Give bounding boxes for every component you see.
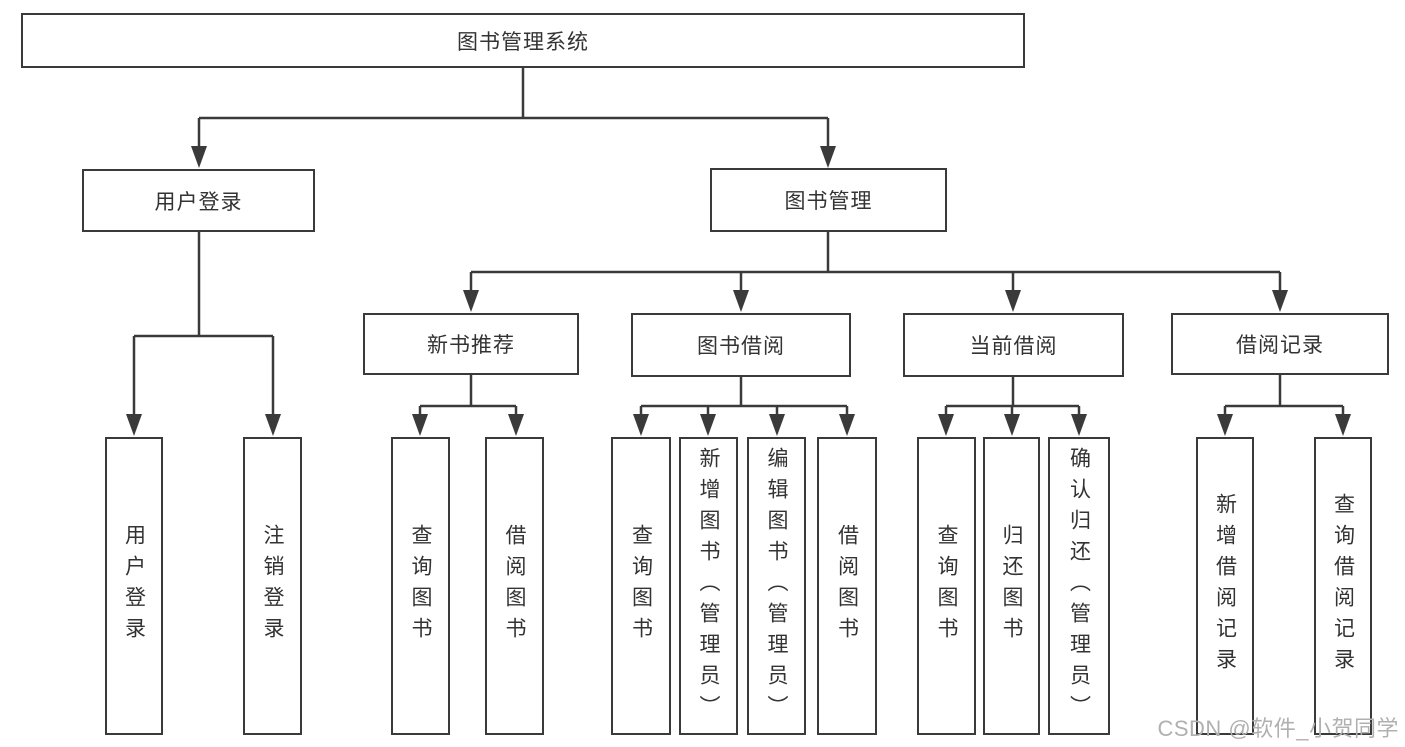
leaf-label: 查询借阅记录	[1331, 493, 1355, 679]
leaf-label: 确认归还（管理员）	[1067, 446, 1091, 726]
leaf-label: 编辑图书（管理员）	[765, 446, 788, 726]
node-book-borrowing: 图书借阅	[631, 313, 851, 377]
node-user-login: 用户登录	[82, 169, 315, 232]
node-book-management: 图书管理	[710, 168, 947, 232]
node-library-management-system: 图书管理系统	[21, 13, 1025, 68]
leaf-logout: 注销登录	[243, 437, 302, 735]
leaf-edit-books-admin: 编辑图书（管理员）	[747, 437, 806, 735]
leaf-label: 新增借阅记录	[1213, 493, 1237, 679]
leaf-label: 归还图书	[1000, 524, 1023, 648]
leaf-borrow-books: 借阅图书	[817, 437, 877, 735]
leaf-add-books-admin: 新增图书（管理员）	[679, 437, 738, 735]
leaf-label: 查询图书	[935, 524, 958, 648]
leaf-label: 新增图书（管理员）	[697, 446, 720, 726]
leaf-query-books-newbook: 查询图书	[391, 437, 450, 735]
leaf-label: 注销登录	[261, 524, 284, 648]
leaf-label: 借阅图书	[503, 524, 526, 648]
leaf-return-books: 归还图书	[983, 437, 1040, 735]
leaf-label: 查询图书	[629, 524, 653, 648]
node-current-borrowing: 当前借阅	[903, 313, 1124, 377]
node-borrowing-records: 借阅记录	[1171, 313, 1389, 375]
leaf-label: 借阅图书	[835, 524, 859, 648]
leaf-user-login: 用户登录	[105, 437, 163, 735]
node-new-book-recommend: 新书推荐	[363, 313, 579, 375]
leaf-label: 查询图书	[409, 524, 432, 648]
leaf-query-books-borrow: 查询图书	[611, 437, 671, 735]
leaf-borrow-books-newbook: 借阅图书	[485, 437, 544, 735]
leaf-query-borrow-record: 查询借阅记录	[1314, 437, 1372, 735]
leaf-confirm-return-admin: 确认归还（管理员）	[1048, 437, 1110, 735]
leaf-label: 用户登录	[122, 524, 146, 648]
csdn-watermark: CSDN @软件_小贺同学	[1157, 716, 1399, 741]
leaf-add-borrow-record: 新增借阅记录	[1196, 437, 1254, 735]
leaf-query-books-current: 查询图书	[917, 437, 976, 735]
